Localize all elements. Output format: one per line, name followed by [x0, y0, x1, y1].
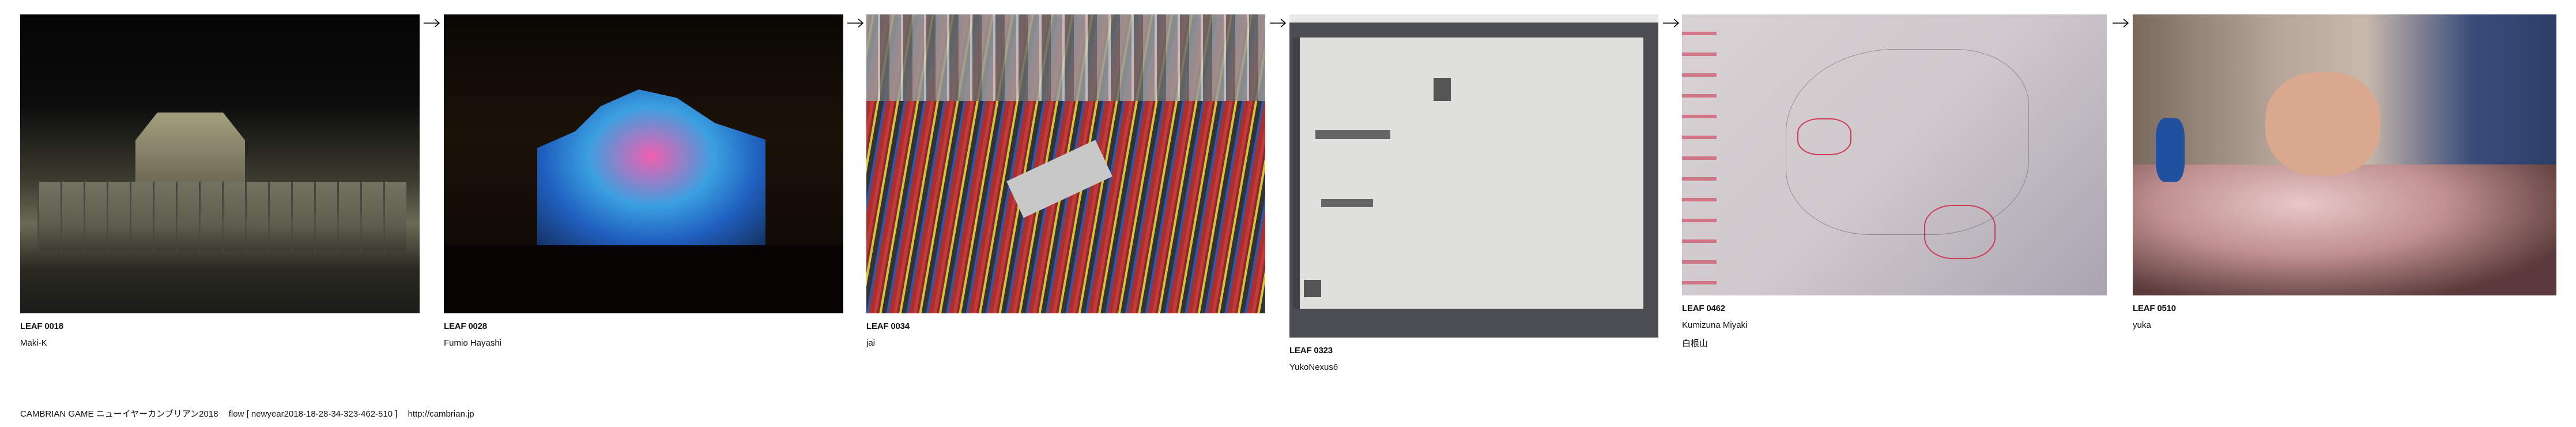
leaf-id: LEAF 0510: [2133, 304, 2176, 313]
leaf-id: LEAF 0018: [20, 321, 63, 331]
arrow-right-icon: [1663, 18, 1680, 28]
leaf-id: LEAF 0462: [1682, 304, 1725, 313]
leaf-author: jai: [866, 338, 876, 348]
arrow-right-icon: [1270, 18, 1287, 28]
leaf-card-0510[interactable]: LEAF 0510 yuka: [2133, 14, 2556, 330]
leaf-photo[interactable]: [866, 14, 1265, 313]
footer: CAMBRIAN GAME ニューイヤーカンブリアン2018 flow [ ne…: [20, 407, 474, 419]
arrow-right-icon: [424, 18, 440, 28]
leaf-author: YukoNexus6: [1289, 362, 1338, 372]
footer-link[interactable]: http://cambrian.jp: [408, 409, 474, 419]
leaf-author: Maki-K: [20, 338, 47, 348]
leaf-card-0462[interactable]: LEAF 0462 Kumizuna Miyaki 白根山: [1682, 14, 2107, 349]
leaf-card-0028[interactable]: LEAF 0028 Fumio Hayashi: [444, 14, 843, 348]
leaf-id: LEAF 0034: [866, 321, 910, 331]
leaf-card-0323[interactable]: LEAF 0323 YukoNexus6: [1289, 14, 1658, 372]
arrow-right-icon: [847, 18, 864, 28]
leaf-photo[interactable]: [444, 14, 843, 313]
leaf-photo[interactable]: [1682, 14, 2107, 295]
leaf-id: LEAF 0323: [1289, 346, 1333, 355]
leaf-photo[interactable]: [2133, 14, 2556, 295]
leaf-card-0034[interactable]: LEAF 0034 jai: [866, 14, 1265, 348]
footer-flow: flow [ newyear2018-18-28-34-323-462-510 …: [228, 409, 398, 419]
leaf-id: LEAF 0028: [444, 321, 487, 331]
leaf-photo[interactable]: [20, 14, 420, 313]
leaf-photo[interactable]: [1289, 14, 1658, 338]
footer-title: CAMBRIAN GAME ニューイヤーカンブリアン2018: [20, 409, 218, 419]
arrow-right-icon: [2113, 18, 2129, 28]
leaf-note: 白根山: [1682, 339, 1708, 349]
leaf-author: Kumizuna Miyaki: [1682, 320, 1748, 330]
leaf-author: Fumio Hayashi: [444, 338, 502, 348]
leaf-author: yuka: [2133, 320, 2151, 330]
leaf-card-0018[interactable]: LEAF 0018 Maki-K: [20, 14, 420, 348]
